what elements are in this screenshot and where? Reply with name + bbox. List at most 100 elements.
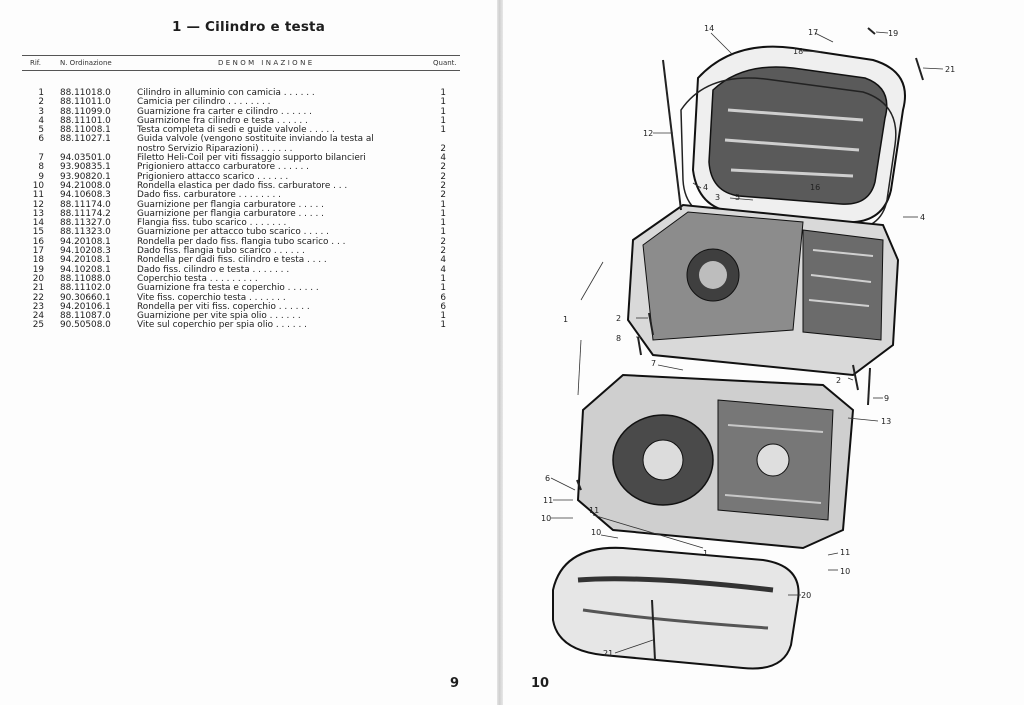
part-description: Dado fiss. flangia tubo scarico . . . . … xyxy=(137,246,305,257)
callout-label: 11 xyxy=(543,496,553,505)
part-code: 88.11174.2 xyxy=(60,208,111,219)
part-code: 90.30660.1 xyxy=(60,292,111,303)
part-description: Flangia fiss. tubo scarico . . . . . . . xyxy=(137,218,287,229)
part-ref: 7 xyxy=(38,153,44,164)
part-description: Guida valvole (vengono sostituite invian… xyxy=(137,134,374,154)
callout-label: 2 xyxy=(616,314,621,323)
part-quantity: 1 xyxy=(440,208,446,219)
part-description: Prigioniero attacco scarico . . . . . . xyxy=(137,171,289,182)
part-description: Guarnizione per flangia carburatore . . … xyxy=(137,199,324,210)
part-description: Coperchio testa . . . . . . . . . xyxy=(137,273,258,284)
part-code: 88.11011.0 xyxy=(60,97,111,108)
part-ref: 5 xyxy=(38,125,44,136)
part-code: 94.20108.1 xyxy=(60,255,111,266)
part-description: Rondella per dadi fiss. cilindro e testa… xyxy=(137,255,327,266)
part-ref: 3 xyxy=(38,106,44,117)
head-cover-part xyxy=(691,45,906,224)
table-row: 6 88.11027.1 Guida valvole (vengono sostit… xyxy=(0,135,497,154)
callout-label: 10 xyxy=(591,528,601,537)
callout-label: 17 xyxy=(808,28,818,37)
page-number-left: 9 xyxy=(450,676,460,691)
callout-labels: 14 17 19 18 21 12 4 5 3 16 4 1 2 8 7 2 9… xyxy=(541,24,955,658)
part-description: Rondella per dado fiss. flangia tubo sca… xyxy=(137,236,346,247)
header-rule-bottom xyxy=(22,70,460,71)
column-header-quantita: Quant. xyxy=(433,59,457,67)
callout-label: 11 xyxy=(840,548,850,557)
column-header-ordinazione: N. Ordinazione xyxy=(60,59,112,67)
callout-label: 20 xyxy=(801,591,811,600)
part-description: Rondella per viti fiss. coperchio . . . … xyxy=(137,301,310,312)
callout-label: 21 xyxy=(603,649,613,658)
part-description: Guarnizione per vite spia olio . . . . .… xyxy=(137,311,301,322)
right-page: 14 17 19 18 21 12 4 5 3 16 4 1 2 8 7 2 9… xyxy=(503,0,1024,705)
lower-cover-part xyxy=(552,546,800,670)
part-description: Prigioniero attacco carburatore . . . . … xyxy=(137,162,309,173)
part-ref: 13 xyxy=(32,208,44,219)
part-ref: 12 xyxy=(32,199,44,210)
part-code: 88.11027.1 xyxy=(60,134,111,145)
part-code: 88.11327.0 xyxy=(60,218,111,229)
callout-label: 5 xyxy=(735,193,740,202)
part-quantity: 6 xyxy=(440,292,446,303)
callout-label: 10 xyxy=(541,514,551,523)
table-row: 19 94.10208.1 Dado fiss. cilindro e testa … xyxy=(0,264,497,275)
left-page: 1 — Cilindro e testa Rif. N. Ordinazione… xyxy=(0,0,497,705)
callout-label: 7 xyxy=(651,359,656,368)
callout-label: 2 xyxy=(836,376,841,385)
part-quantity: 2 xyxy=(440,180,446,191)
part-description: Dado fiss. carburatore . . . . . . . . xyxy=(137,190,281,201)
part-code: 88.11102.0 xyxy=(60,283,111,294)
part-ref: 1 xyxy=(38,88,44,98)
part-quantity: 4 xyxy=(440,153,446,164)
part-code: 88.11323.0 xyxy=(60,227,111,238)
part-quantity: 1 xyxy=(440,115,446,126)
part-code: 88.11088.0 xyxy=(60,273,111,284)
table-row: 18 94.20108.1 Rondella per dadi fiss. cili… xyxy=(0,255,497,266)
part-quantity: 6 xyxy=(440,301,446,312)
part-quantity: 2 xyxy=(440,162,446,173)
callout-label: 11 xyxy=(589,506,599,515)
part-ref: 10 xyxy=(32,180,44,191)
callout-label: 3 xyxy=(715,193,720,202)
part-quantity: 1 xyxy=(440,283,446,294)
part-description: Guarnizione fra carter e cilindro . . . … xyxy=(137,106,312,117)
page-number-right: 10 xyxy=(531,676,550,691)
part-code: 94.10608.3 xyxy=(60,190,111,201)
table-row: 13 88.11174.2 Guarnizione per flangia carb… xyxy=(0,208,497,219)
part-code: 94.10208.1 xyxy=(60,264,111,275)
part-quantity: 1 xyxy=(440,199,446,210)
column-header-rif: Rif. xyxy=(30,59,41,67)
part-quantity: 1 xyxy=(440,88,446,98)
part-description: Filetto Heli-Coil per viti fissaggio sup… xyxy=(137,153,366,164)
part-code: 88.11018.0 xyxy=(60,88,111,98)
part-ref: 23 xyxy=(32,301,44,312)
part-quantity: 2 xyxy=(440,171,446,182)
part-description: Guarnizione per flangia carburatore . . … xyxy=(137,208,324,219)
part-description: Testa completa di sedi e guide valvole .… xyxy=(137,125,335,136)
part-code: 88.11099.0 xyxy=(60,106,111,117)
part-ref: 24 xyxy=(32,311,44,322)
callout-label: 13 xyxy=(881,417,891,426)
part-code: 88.11101.0 xyxy=(60,115,111,126)
callout-label: 4 xyxy=(703,183,708,192)
part-description: Dado fiss. cilindro e testa . . . . . . … xyxy=(137,264,290,275)
part-ref: 6 xyxy=(38,134,44,145)
part-code: 88.11174.0 xyxy=(60,199,111,210)
callout-label: 14 xyxy=(704,24,714,33)
part-ref: 25 xyxy=(32,320,44,331)
callout-label: 1 xyxy=(703,549,708,558)
part-ref: 18 xyxy=(32,255,44,266)
part-ref: 19 xyxy=(32,264,44,275)
part-quantity: 1 xyxy=(440,218,446,229)
part-code: 93.90835.1 xyxy=(60,162,111,173)
